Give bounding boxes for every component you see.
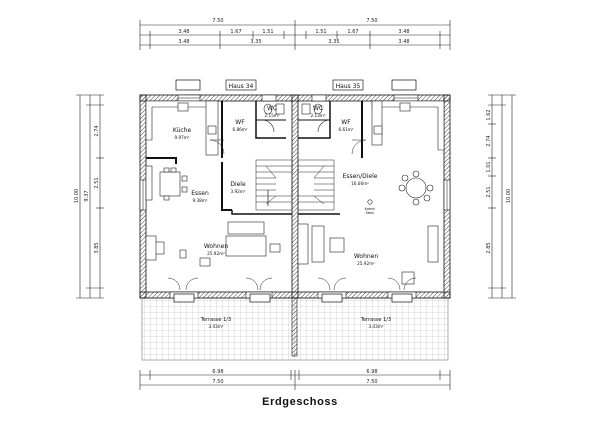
room-wohnen-left-name: Wohnen <box>204 243 229 250</box>
room-kueche-name: Küche <box>173 127 192 134</box>
wc-left-fixtures <box>261 103 285 133</box>
window-bays-bottom <box>173 293 413 303</box>
dim-top-sub-2: 1.67 <box>230 29 241 35</box>
bottom-dimensions <box>139 370 451 390</box>
dim-top-sub-3: 1.51 <box>262 29 273 35</box>
dim-top-sub-1: 3.48 <box>178 29 189 35</box>
dim-bottom-sub-left: 6.98 <box>212 369 223 375</box>
dim-left-part-2: 2.51 <box>94 177 100 188</box>
kamin-name: Kamin <box>365 207 376 211</box>
window-bays-top <box>175 79 417 91</box>
room-essen-diele-right-area: 16.66m² <box>351 181 369 186</box>
dim-left-part-3: 3.85 <box>94 242 100 253</box>
dim-top-sub-5: 1.67 <box>347 29 358 35</box>
top-dimensions <box>139 20 451 50</box>
room-essen-left-area: 9.38m² <box>192 198 207 203</box>
room-wf-right-area: 6.61m² <box>338 127 353 132</box>
kamin-symbol <box>367 199 373 205</box>
dim-top-sub2-4: 3.48 <box>398 39 409 45</box>
dim-left-overall: 10.00 <box>74 189 80 203</box>
furniture-left <box>145 100 281 267</box>
room-diele-left-area: 3.92m² <box>230 189 245 194</box>
dim-right-part-1: 1.62 <box>486 109 492 120</box>
terrace-left-name: Terrasse 1/3 <box>200 317 231 323</box>
room-wf-left-area: 6.86m² <box>232 127 247 132</box>
door-swings <box>167 139 417 291</box>
room-wc-left-area: 2.15m² <box>264 113 279 118</box>
room-wohnen-right-name: Wohnen <box>354 253 379 260</box>
house-tags: Haus 34 Haus 35 <box>225 79 364 91</box>
kamin-material: Stein <box>366 211 375 215</box>
stair-right <box>297 159 335 211</box>
room-essen-diele-right-name: Essen/Diele <box>343 173 378 180</box>
dim-top-sub-4: 1.51 <box>315 29 326 35</box>
room-wc-right-name: WC <box>313 105 323 112</box>
dim-right-overall: 10.00 <box>506 189 512 203</box>
dim-bottom-overall-right: 7.50 <box>366 379 377 385</box>
terrace-left-area: 3.43m² <box>208 324 223 329</box>
room-wf-left-name: WF <box>235 119 245 126</box>
dim-right-part-2: 2.74 <box>486 135 492 146</box>
terrace-divider <box>291 297 298 357</box>
dim-top-overall-left: 7.50 <box>212 18 223 24</box>
dim-right-part-5: 2.85 <box>486 242 492 253</box>
furniture-right <box>297 100 445 285</box>
room-wohnen-left-area: 25.92m² <box>207 251 225 256</box>
right-dimensions <box>488 94 516 299</box>
dim-top-overall-right: 7.50 <box>366 18 377 24</box>
dim-top-sub2-1: 3.48 <box>178 39 189 45</box>
outer-walls <box>139 94 451 299</box>
house-tag-right: Haus 35 <box>336 83 361 90</box>
room-wc-right-area: 2.13m² <box>310 113 325 118</box>
dim-right-part-3: 1.01 <box>486 161 492 172</box>
terrace-right-area: 3.43m² <box>368 324 383 329</box>
dim-right-part-4: 2.51 <box>486 186 492 197</box>
room-kueche-area: 9.97m² <box>174 135 189 140</box>
dim-top-sub-6: 3.48 <box>398 29 409 35</box>
dim-top-sub2-3: 3.35 <box>328 39 339 45</box>
stair-left <box>255 159 293 211</box>
house-tag-left: Haus 34 <box>229 83 254 90</box>
dim-left-part-1: 2.74 <box>94 125 100 136</box>
plan-title: Erdgeschoss <box>262 396 338 408</box>
left-dimensions <box>76 94 104 299</box>
room-wc-left-name: WC <box>267 105 277 112</box>
interior-walls <box>146 101 363 215</box>
room-wohnen-right-area: 25.92m² <box>357 261 375 266</box>
room-essen-left-name: Essen <box>191 190 209 197</box>
wc-right-fixtures <box>301 103 331 133</box>
dim-bottom-overall-left: 7.50 <box>212 379 223 385</box>
dim-bottom-sub-right: 6.98 <box>366 369 377 375</box>
dim-left-sub: 9.37 <box>84 190 90 201</box>
dim-top-sub2-2: 3.35 <box>250 39 261 45</box>
terrace-right-name: Terrasse 1/3 <box>360 317 391 323</box>
room-wf-right-name: WF <box>341 119 351 126</box>
room-diele-left-name: Diele <box>230 181 246 188</box>
